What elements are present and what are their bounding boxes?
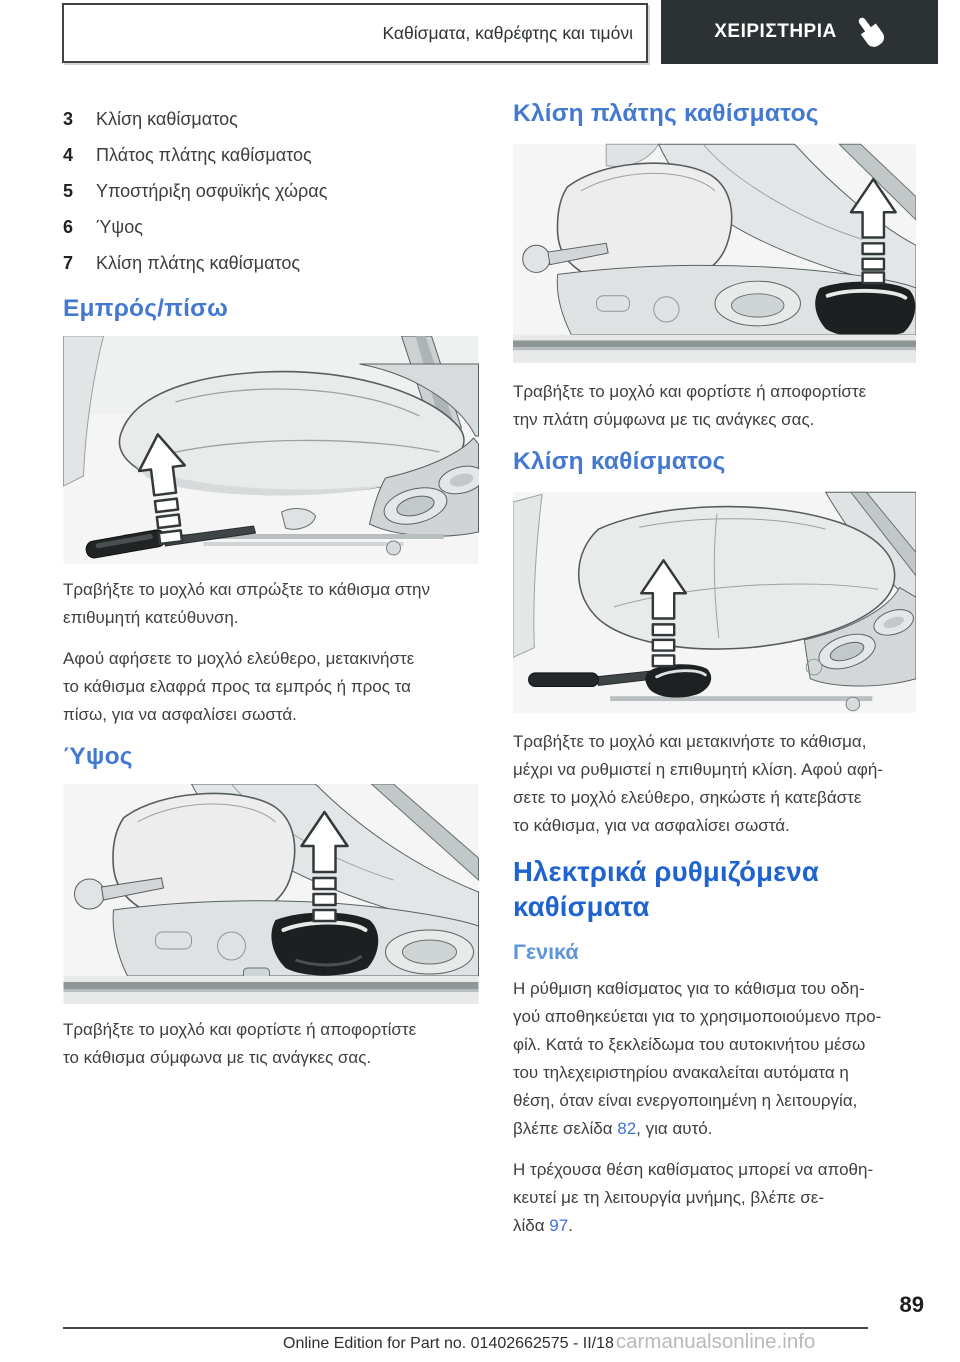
body-paragraph: Η ρύθμιση καθίσματος για το κάθισμα του … [513,975,916,1143]
legend-number: 6 [63,217,74,237]
legend-label: Ύψος [96,217,143,237]
body-paragraph: Η τρέχουσα θέση καθίσματος μπορεί να απο… [513,1156,916,1240]
section-heading-forward-back: Εμπρός/πίσω [63,295,228,322]
up-arrow-icon [639,559,688,668]
section-heading-height: Ύψος [63,743,133,770]
left-column: 3 Κλίση καθίσματος 4 Πλάτος πλάτης καθίσ… [63,101,479,1085]
legend-label: Κλίση καθίσματος [96,109,238,129]
chapter-header-box: Καθίσματα, καθρέφτης και τιμόνι [62,3,648,63]
seat-control-switch [818,633,876,670]
body-paragraph: Αφού αφήσετε το μοχλό ελεύθερο, μετακινή… [63,649,415,724]
tab-label: ΧΕΙΡΙΣΤΗΡΙΑ [714,21,837,42]
seat-control-switch [873,609,914,636]
legend-number: 3 [63,109,74,129]
legend-label: Κλίση πλάτης καθίσματος [96,253,301,273]
list-item: 3 Κλίση καθίσματος [63,101,479,137]
page-number: 89 [899,1292,924,1317]
control-legend-list: 3 Κλίση καθίσματος 4 Πλάτος πλάτης καθίσ… [63,101,479,281]
seat-belt-graphic [370,784,479,882]
footer: Online Edition for Part no. 01402662575 … [283,1330,815,1354]
seat-lever-graphic [815,281,916,338]
page-reference-link[interactable]: 97 [549,1216,569,1235]
backrest-tilt-illustration [513,143,916,363]
up-arrow-icon [300,810,349,923]
footer-divider [63,1327,868,1329]
legend-number: 4 [63,145,74,165]
seat-forward-back-illustration [63,336,479,564]
seat-height-illustration [63,784,479,1004]
page-reference-link[interactable]: 82 [617,1119,637,1138]
subsection-heading-general: Γενικά [513,940,579,964]
seat-belt-graphic [849,491,916,577]
paragraph-text: Η τρέχουσα θέση καθίσματος μπορεί να απο… [513,1160,874,1235]
up-arrow-icon [137,433,187,546]
right-column: Κλίση πλάτης καθίσματος [513,94,916,1253]
list-item: 6 Ύψος [63,209,479,245]
section-heading-seat-tilt: Κλίση καθίσματος [513,448,726,475]
seat-height-figure [63,784,479,1004]
section-heading-backrest-tilt: Κλίση πλάτης καθίσματος [513,100,819,127]
chapter-title: Καθίσματα, καθρέφτης και τιμόνι [382,22,633,43]
seat-tilt-illustration [513,491,916,713]
paragraph-text: , για αυτό. [636,1119,713,1138]
pointing-hand-icon [858,17,884,47]
seat-forward-back-figure [63,336,479,564]
legend-number: 7 [63,253,74,273]
body-paragraph: Τραβήξτε το μοχλό και μετακινήστε το κάθ… [513,732,883,835]
legend-label: Υποστήριξη οσφυϊκής χώρας [96,181,328,201]
seat-control-switch [383,487,448,525]
seat-belt-graphic [838,143,916,221]
list-item: 7 Κλίση πλάτης καθίσματος [63,245,479,281]
watermark-link[interactable]: carmanualsonline.info [615,1330,816,1353]
paragraph-text: Η ρύθμιση καθίσματος για το κάθισμα του … [513,979,882,1138]
backrest-tilt-figure [513,141,916,366]
list-item: 5 Υποστήριξη οσφυϊκής χώρας [63,173,479,209]
paragraph-text: . [568,1216,573,1235]
body-paragraph: Τραβήξτε το μοχλό και σπρώξτε το κάθισμα… [63,580,430,627]
edition-note: Online Edition for Part no. 01402662575 … [283,1335,614,1352]
seat-control-switch [438,465,479,495]
chapter-heading-electric-seats: Ηλεκτρικά ρυθμιζόμενα καθίσματα [513,856,819,922]
seat-lever-graphic [528,672,599,687]
legend-label: Πλάτος πλάτης καθίσματος [96,145,312,165]
body-paragraph: Τραβήξτε το μοχλό και φορτίστε ή αποφορτ… [63,1020,417,1067]
list-item: 4 Πλάτος πλάτης καθίσματος [63,137,479,173]
seat-tilt-figure [513,489,916,716]
body-paragraph: Τραβήξτε το μοχλό και φορτίστε ή αποφορτ… [513,382,867,429]
up-arrow-icon [849,177,897,285]
legend-number: 5 [63,181,74,201]
section-index-tab: ΧΕΙΡΙΣΤΗΡΙΑ [661,0,938,64]
